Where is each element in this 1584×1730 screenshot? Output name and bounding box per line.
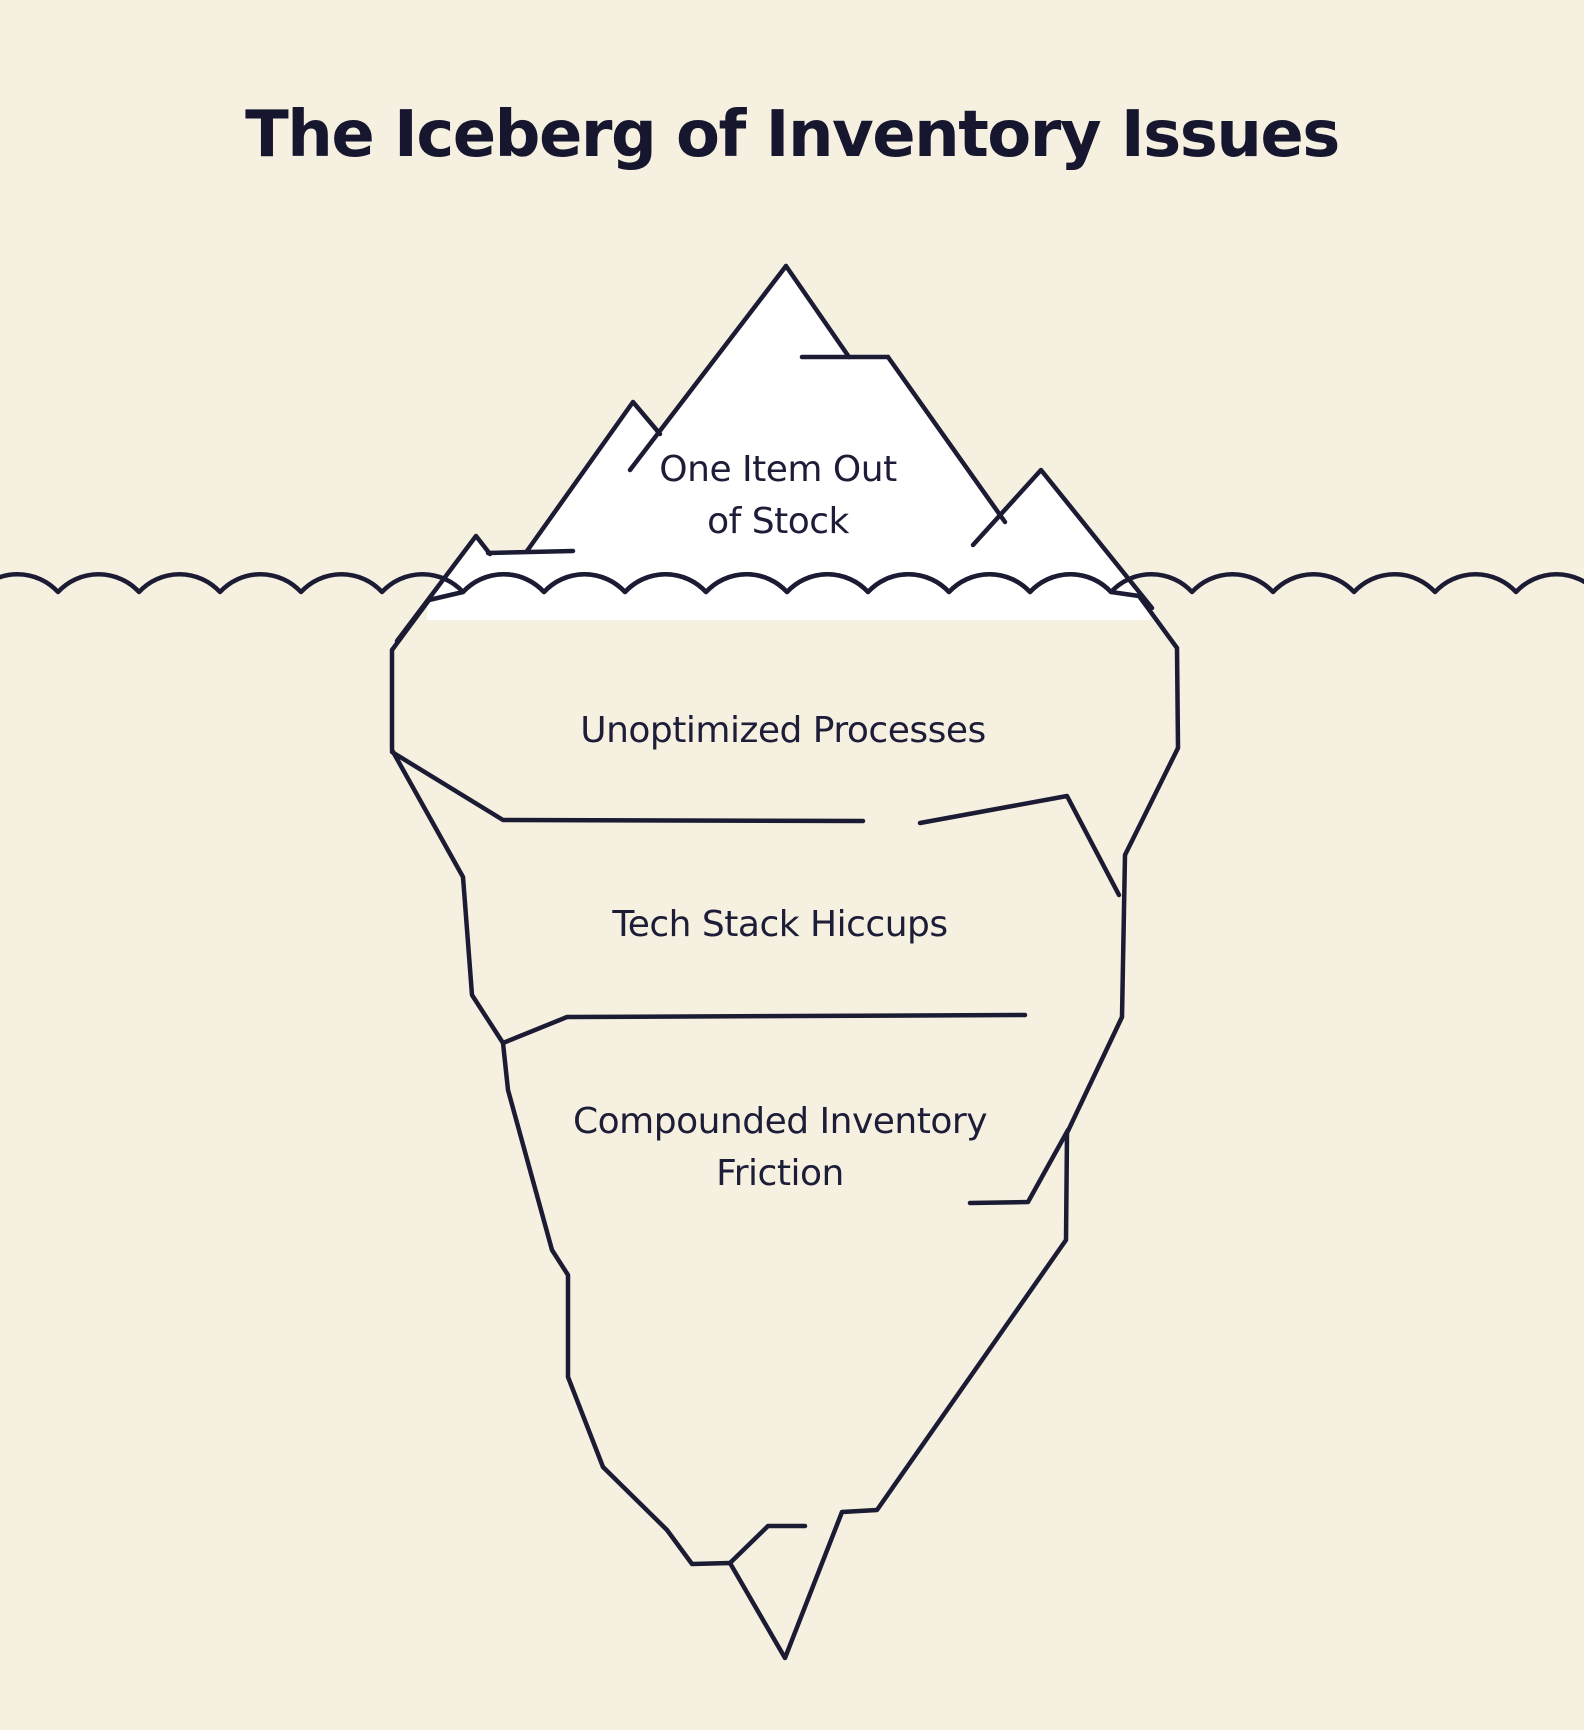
- label-tip-above-water: One Item Out of Stock: [659, 444, 897, 548]
- label-tip-line1: One Item Out: [659, 449, 897, 490]
- page-title: The Iceberg of Inventory Issues: [245, 98, 1340, 172]
- divider-1-right: [917, 793, 1122, 898]
- divider-2: [500, 1012, 1028, 1046]
- tip-left-ledge-line: [485, 548, 576, 556]
- tip-left-slope-lower: [524, 399, 663, 554]
- label-level2-text: Tech Stack Hiccups: [612, 904, 948, 945]
- label-level3-line1: Compounded Inventory: [573, 1101, 987, 1142]
- facet-bottom-tip: [727, 1523, 808, 1566]
- facet-right-lower: [967, 1127, 1071, 1206]
- tip-left-slope-upper: [627, 263, 789, 473]
- label-level3-line2: Friction: [716, 1153, 844, 1194]
- label-tip-line2: of Stock: [707, 501, 849, 542]
- tip-left-edge: [394, 533, 493, 644]
- iceberg-tip-shape: [427, 266, 1150, 620]
- label-level1-text: Unoptimized Processes: [580, 710, 986, 751]
- label-underwater-level-2: Tech Stack Hiccups: [612, 899, 948, 951]
- tip-right-slope-upper: [783, 263, 852, 360]
- divider-1-left: [389, 749, 866, 824]
- tip-right-peak-edge: [970, 467, 1155, 611]
- label-underwater-level-3: Compounded Inventory Friction: [573, 1096, 987, 1200]
- waterline-waves: [0, 572, 1584, 595]
- tip-right-slope-lower: [885, 354, 1008, 525]
- label-underwater-level-1: Unoptimized Processes: [580, 705, 986, 757]
